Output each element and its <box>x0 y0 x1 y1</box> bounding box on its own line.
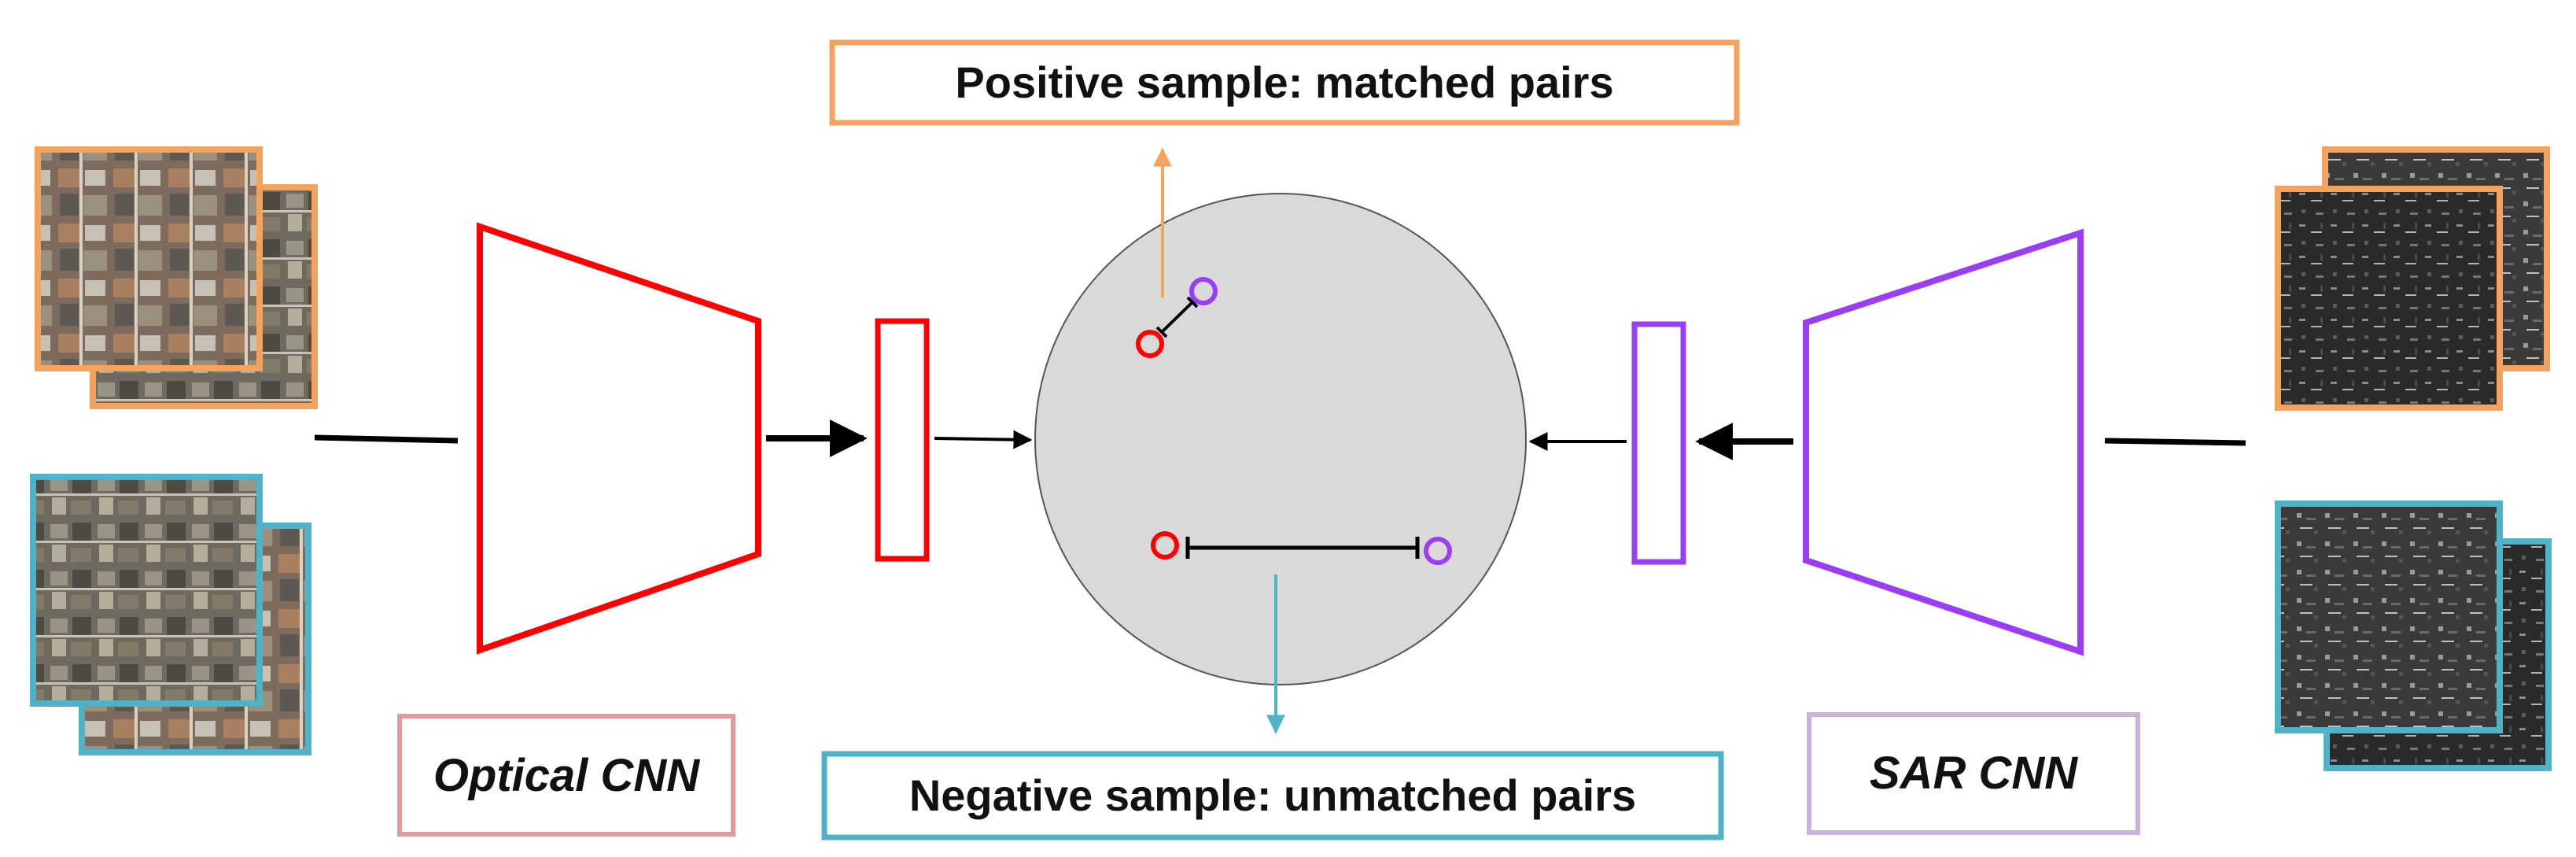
optical-cnn-text: Optical CNN <box>433 750 700 801</box>
negative-sample-label: Negative sample: unmatched pairs <box>821 751 1724 840</box>
sar-point-negative <box>1424 537 1452 565</box>
negative-sample-text: Negative sample: unmatched pairs <box>909 770 1636 820</box>
sar-input-line <box>2104 438 2246 446</box>
sar-cnn-encoder <box>1803 228 2084 656</box>
sar-feature-vector <box>1631 321 1686 565</box>
sar-cnn-text: SAR CNN <box>1870 748 2078 799</box>
embedding-space <box>1034 193 1527 685</box>
sar-image-icon <box>2275 186 2503 411</box>
negative-distance-bar <box>1185 537 1420 559</box>
optical-cnn-encoder <box>477 222 761 655</box>
sar-cnn-label: SAR CNN <box>1807 712 2140 835</box>
positive-distance-bar <box>1155 296 1199 338</box>
optical-image-stack-matched <box>35 146 318 409</box>
positive-sample-text: Positive sample: matched pairs <box>955 57 1613 107</box>
optical-point-positive <box>1136 330 1164 358</box>
sar-image-icon <box>2275 501 2503 733</box>
aerial-photo-icon <box>35 146 263 371</box>
optical-input-line <box>314 434 459 444</box>
optical-image-stack-unmatched <box>30 474 311 755</box>
sar-point-positive <box>1189 277 1218 305</box>
positive-sample-label: Positive sample: matched pairs <box>829 39 1740 126</box>
optical-feature-to-space-arrow <box>934 430 1033 449</box>
optical-cnn-label: Optical CNN <box>397 714 735 837</box>
optical-point-negative <box>1151 531 1179 560</box>
aerial-photo-icon <box>30 474 263 707</box>
optical-feature-vector <box>875 318 930 562</box>
sar-image-stack-matched <box>2275 146 2550 411</box>
sar-image-stack-unmatched <box>2275 501 2552 771</box>
